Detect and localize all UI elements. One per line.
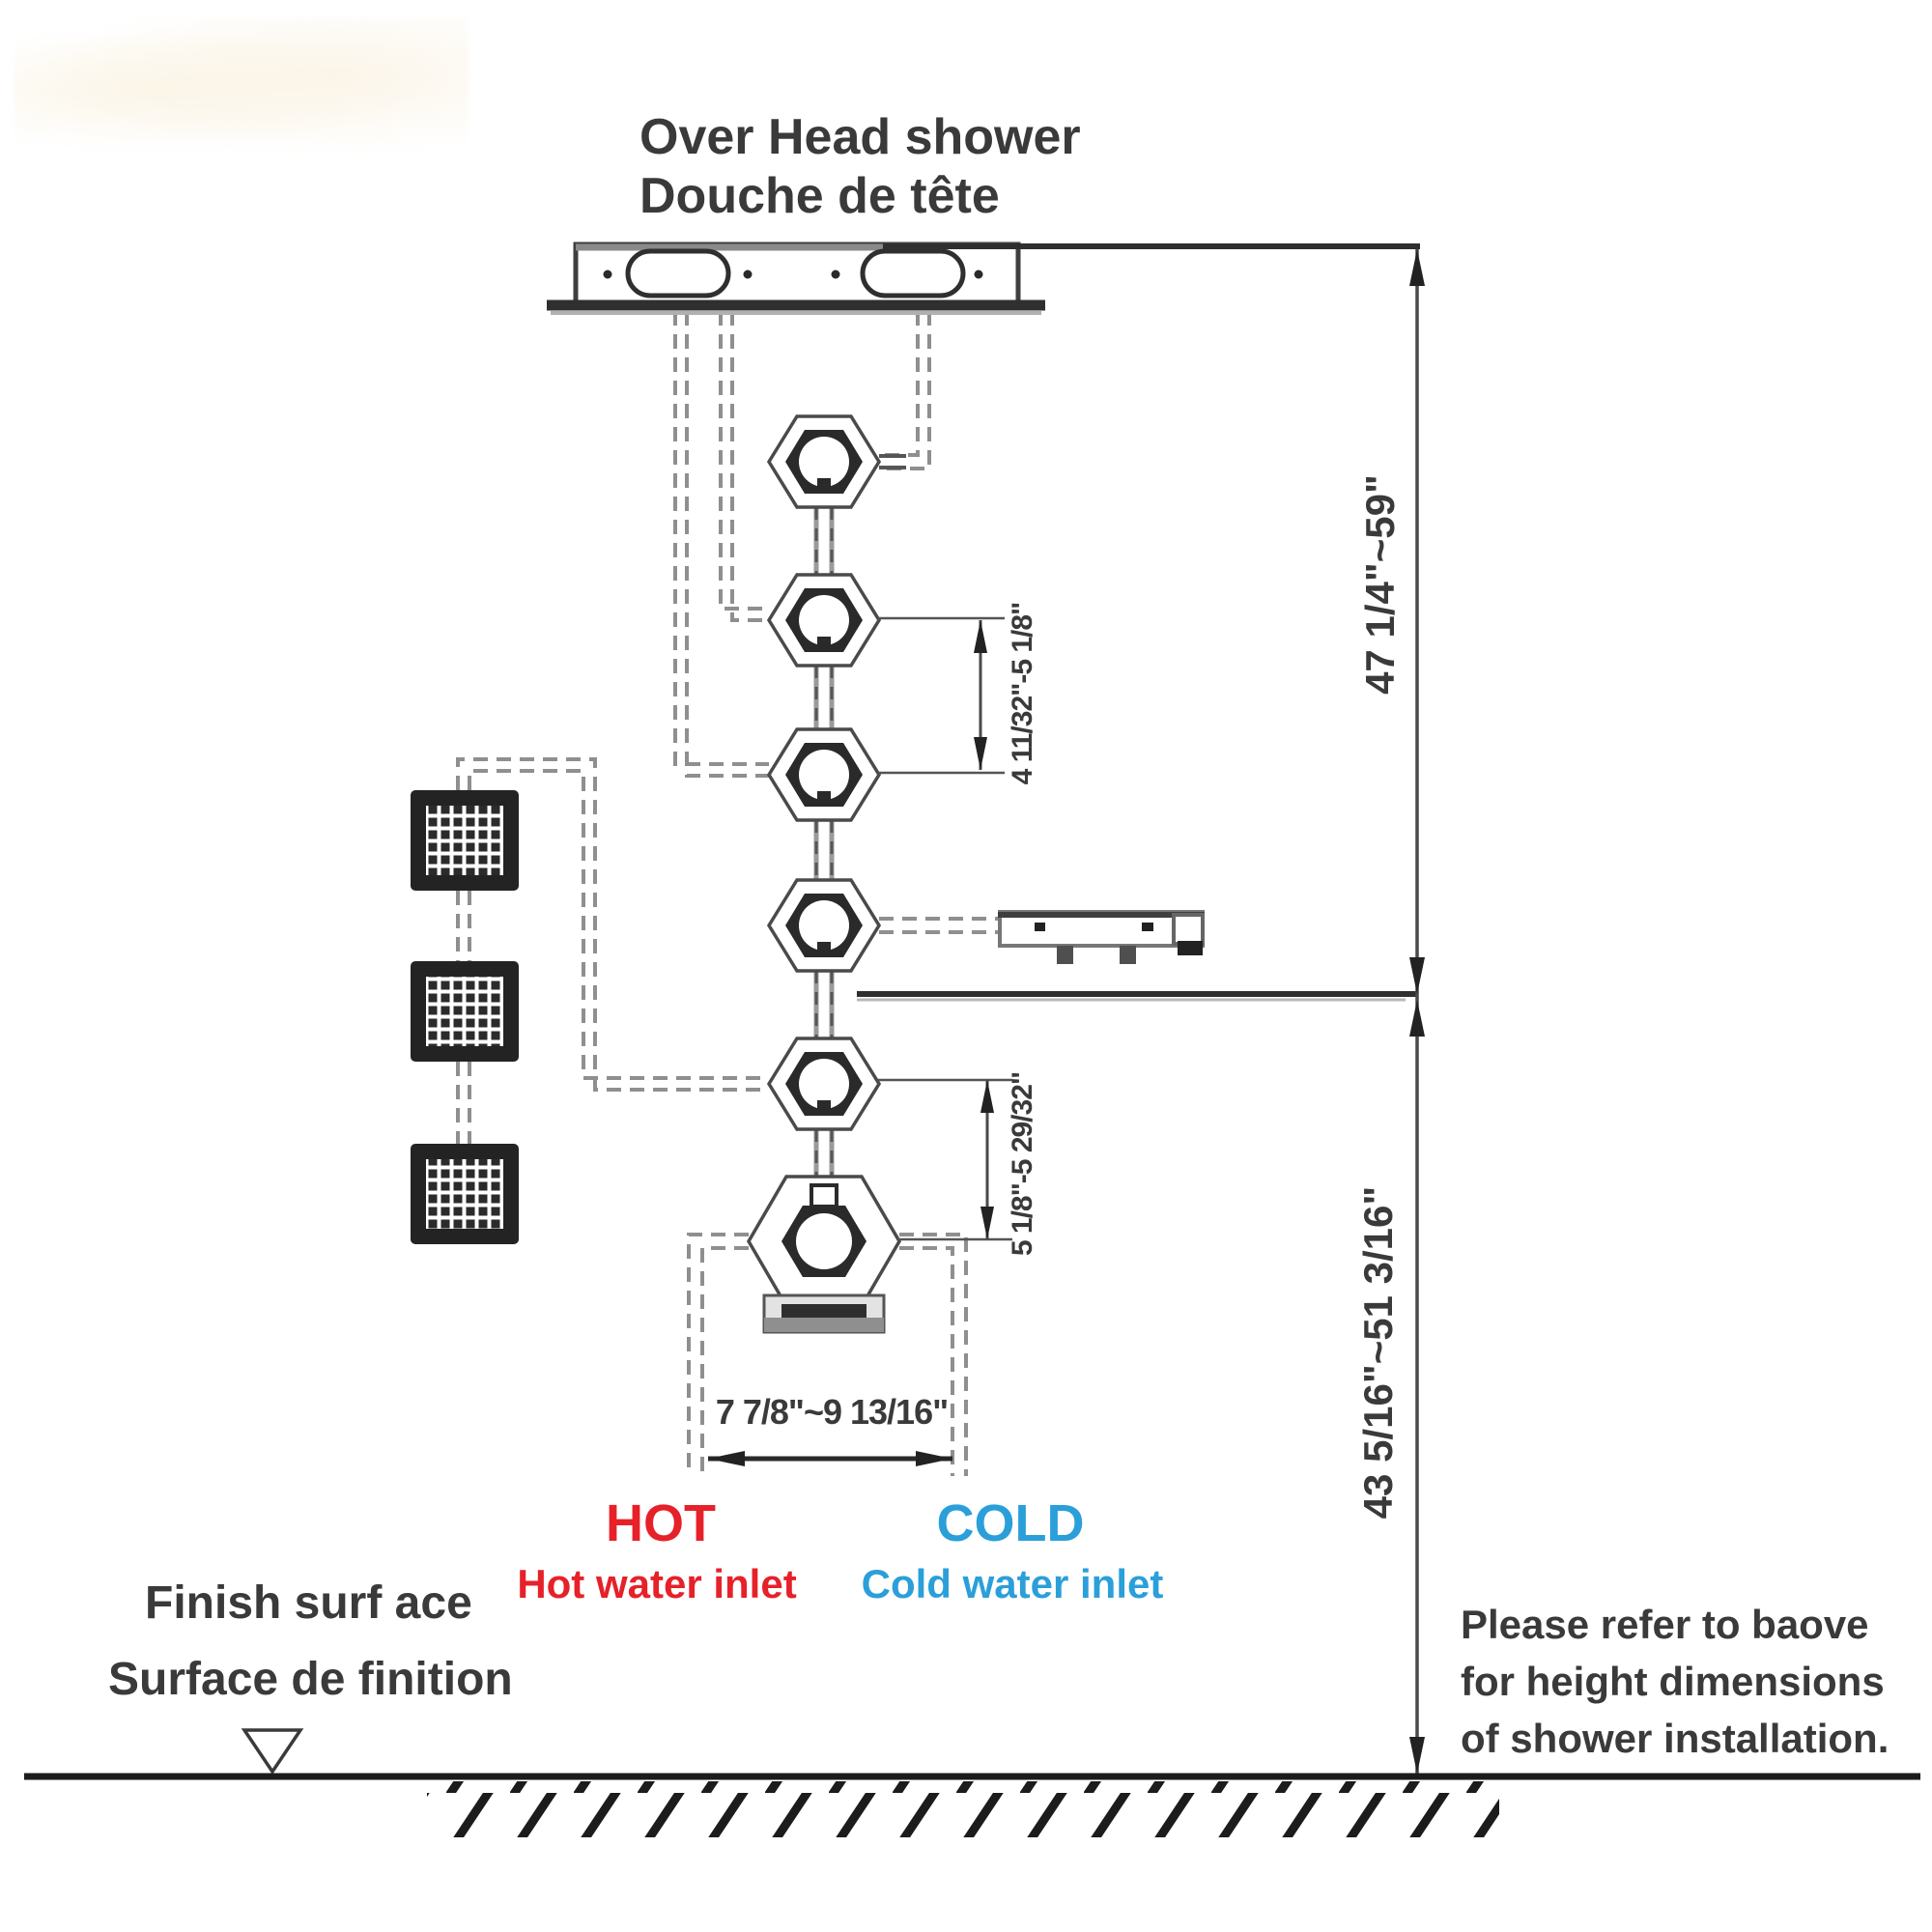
inlet-pipes [687, 1233, 968, 1476]
cold-water-inlet-label: Cold water inlet [861, 1561, 1164, 1606]
body-jet-2 [411, 961, 519, 1062]
body-jets [411, 790, 519, 1244]
hand-shower-pipe [879, 917, 1002, 934]
hot-label: HOT [606, 1494, 716, 1552]
inlet-spacing-dimension [708, 1451, 952, 1466]
installation-note-line3: of shower installation. [1461, 1716, 1889, 1761]
cold-label: COLD [936, 1494, 1085, 1552]
valve-body-4 [766, 878, 882, 973]
valve-spacing-upper-dimension [878, 616, 1005, 775]
valve-body-2 [766, 573, 882, 668]
valve-body-1 [766, 414, 882, 509]
installation-note-line2: for height dimensions [1461, 1659, 1885, 1704]
valve-spacing-upper-label: 4 11/32"-5 1/8" [1007, 602, 1038, 785]
main-valve-trim [762, 1293, 886, 1334]
body-jet-3 [411, 1144, 519, 1244]
dimension-lines [708, 243, 1425, 1774]
valve-body-5 [766, 1037, 882, 1131]
valve-body-3 [766, 727, 882, 822]
upper-height-dimension-label: 47 1/4"~59" [1357, 474, 1403, 695]
valve-column [746, 414, 902, 1308]
inlet-spacing-label: 7 7/8"~9 13/16" [715, 1392, 949, 1432]
lower-height-dimension-label: 43 5/16"~51 3/16" [1355, 1185, 1401, 1520]
hand-shower-bracket [998, 910, 1205, 964]
overhead-shower-plate [547, 242, 1045, 315]
valve-spacing-lower-dimension [878, 1078, 1012, 1241]
plate-slot-right [860, 248, 966, 298]
body-jet-circuit-pipes [456, 757, 769, 1144]
finish-surface-marker [241, 1728, 304, 1776]
supply-drop-pipes [673, 311, 931, 778]
overhead-shower-label-fr: Douche de tête [639, 168, 1000, 224]
plate-slot-left [625, 248, 731, 298]
finish-surface-label-fr: Surface de finition [108, 1654, 513, 1705]
hot-water-inlet-label: Hot water inlet [517, 1561, 797, 1606]
floor [24, 1728, 1920, 1837]
overhead-shower-label-en: Over Head shower [639, 109, 1081, 165]
finish-surface-label-en: Finish surf ace [145, 1577, 472, 1629]
height-dimension-line [1409, 249, 1425, 1774]
installation-note-line1: Please refer to baove [1461, 1602, 1869, 1647]
installation-note: Please refer to baove for height dimensi… [1461, 1596, 1889, 1767]
body-jet-1 [411, 790, 519, 891]
overhead-shower-label: Over Head shower Douche de tête [639, 108, 1081, 226]
valve-spacing-lower-label: 5 1/8"-5 29/32" [1007, 1071, 1038, 1257]
ground-hatching [427, 1781, 1499, 1837]
main-valve-body [746, 1175, 902, 1308]
